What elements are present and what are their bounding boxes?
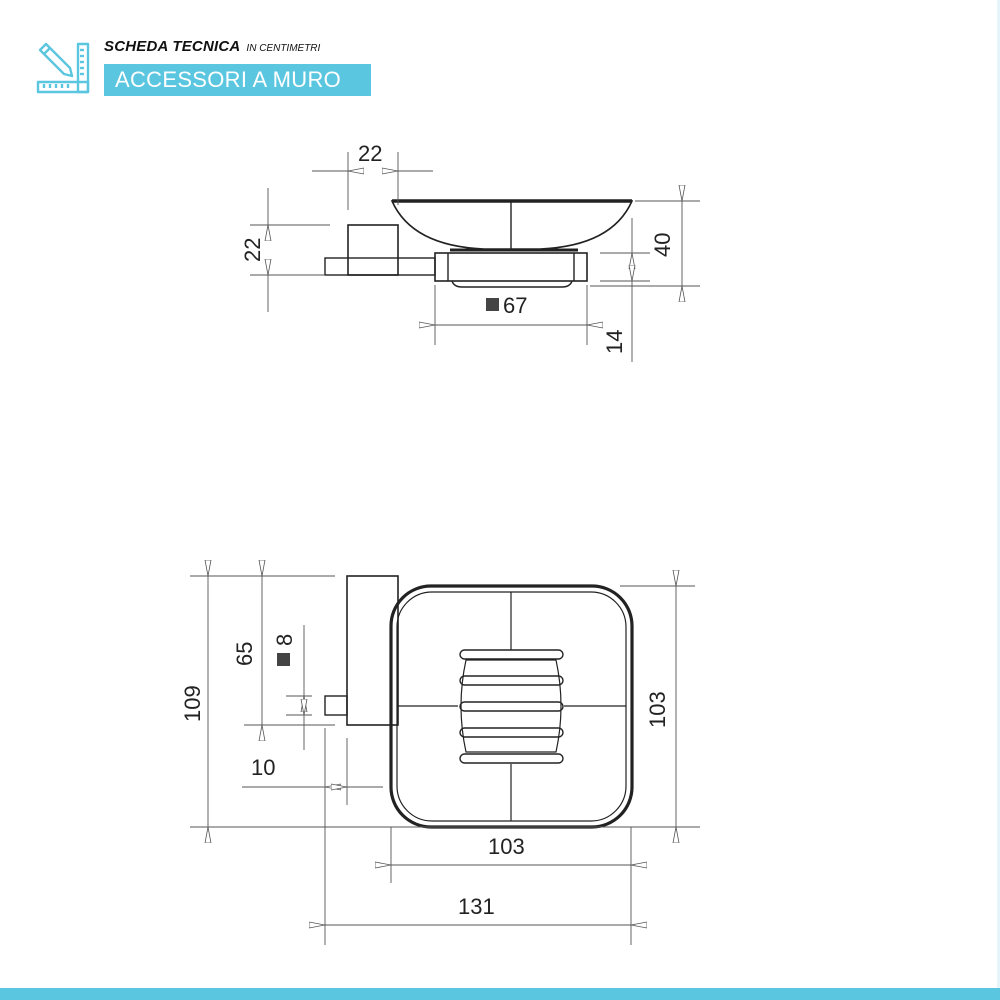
dim-dish-height: 103 [645, 691, 670, 728]
top-view-labels: 109 65 8 10 103 103 131 [180, 634, 670, 919]
pin-shape [324, 695, 348, 716]
square-symbol-icon [486, 298, 499, 311]
footer-accent-bar [0, 988, 1000, 1000]
top-view-dimensions [190, 576, 700, 945]
dim-plate-square: 67 [503, 293, 527, 318]
dim-bracket-width: 22 [358, 141, 382, 166]
square-symbol-icon [277, 653, 290, 666]
bracket-shape [347, 224, 399, 276]
plate-shape [434, 252, 588, 282]
dim-bracket-height: 65 [232, 642, 257, 666]
dim-pin-length: 10 [251, 755, 275, 780]
category-banner: ACCESSORI A MURO [104, 64, 371, 96]
side-view-dimensions [250, 152, 700, 362]
bowl-shape [390, 200, 634, 250]
side-view-labels: 22 22 40 14 67 [240, 141, 675, 354]
units-text: IN CENTIMETRI [246, 43, 321, 54]
sheet-title: SCHEDA TECNICA IN CENTIMETRI [104, 38, 320, 56]
bracket-shape [346, 575, 399, 726]
dim-total-height: 40 [650, 233, 675, 257]
side-view [324, 199, 634, 288]
top-view [324, 575, 634, 829]
dim-bracket-height: 22 [240, 238, 265, 262]
rod-shape [324, 257, 436, 276]
dim-pin-square: 8 [272, 634, 297, 646]
dim-dish-width: 103 [488, 834, 525, 859]
ruler-pencil-icon [36, 42, 90, 94]
dim-plate-thickness: 14 [602, 330, 627, 354]
dim-total-height: 109 [180, 685, 205, 722]
dim-total-width: 131 [458, 894, 495, 919]
page-edge [997, 0, 1000, 1000]
title-text: SCHEDA TECNICA [104, 38, 241, 55]
